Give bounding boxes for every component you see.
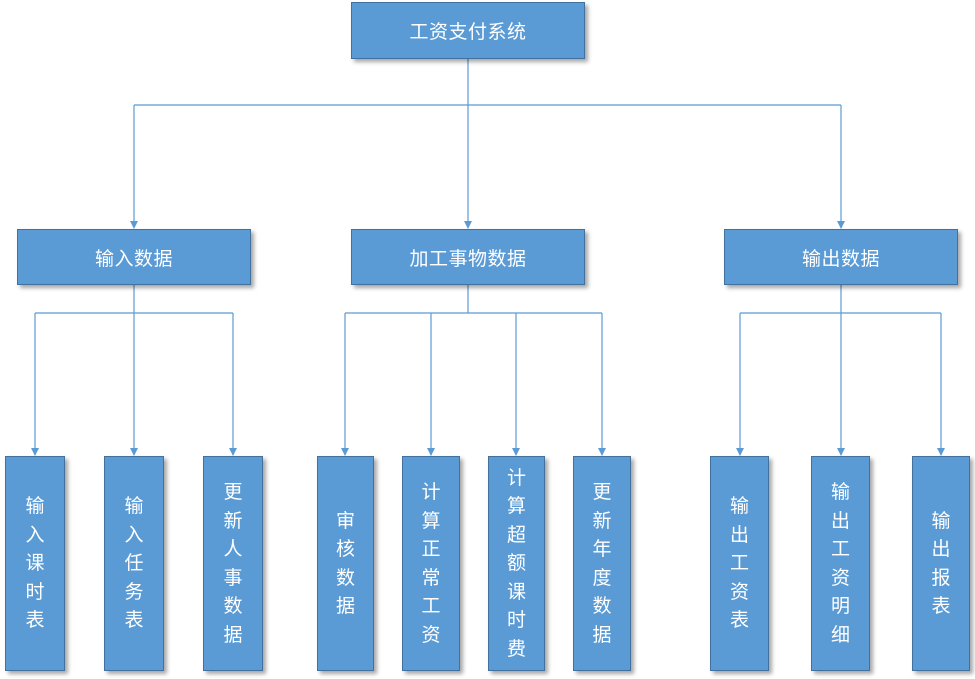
branch-label: 输入数据 — [94, 247, 173, 270]
root-node: 工资支付系统 — [351, 2, 585, 59]
leaf-label: 输出工资表 — [729, 495, 749, 632]
leaf-output-wage-detail: 输出工资明细 — [811, 456, 870, 671]
leaf-calc-normal-wage: 计算正常工资 — [402, 456, 460, 671]
leaf-label: 输入任务表 — [124, 495, 144, 632]
leaf-label: 更新人事数据 — [223, 481, 243, 646]
branch-label: 加工事物数据 — [409, 247, 527, 270]
leaf-label: 输入课时表 — [25, 495, 45, 632]
root-label: 工资支付系统 — [409, 21, 527, 43]
leaf-label: 输出报表 — [931, 509, 951, 618]
leaf-update-personnel: 更新人事数据 — [203, 456, 263, 671]
branch-output-data: 输出数据 — [724, 229, 958, 285]
leaf-input-tasks: 输入任务表 — [104, 456, 164, 671]
branch-input-data: 输入数据 — [17, 229, 251, 285]
leaf-output-report: 输出报表 — [912, 456, 970, 671]
leaf-input-class-hours: 输入课时表 — [5, 456, 65, 671]
leaf-label: 计算超额课时费 — [506, 466, 526, 660]
branch-process-data: 加工事物数据 — [351, 229, 585, 285]
leaf-label: 输出工资明细 — [830, 481, 850, 646]
leaf-calc-overtime-fee: 计算超额课时费 — [488, 456, 545, 671]
leaf-label: 更新年度数据 — [592, 481, 612, 646]
leaf-label: 计算正常工资 — [421, 481, 441, 646]
leaf-output-wage-table: 输出工资表 — [710, 456, 769, 671]
leaf-label: 审核数据 — [335, 509, 355, 618]
leaf-audit-data: 审核数据 — [317, 456, 374, 671]
leaf-update-annual-data: 更新年度数据 — [573, 456, 631, 671]
branch-label: 输出数据 — [801, 247, 880, 270]
